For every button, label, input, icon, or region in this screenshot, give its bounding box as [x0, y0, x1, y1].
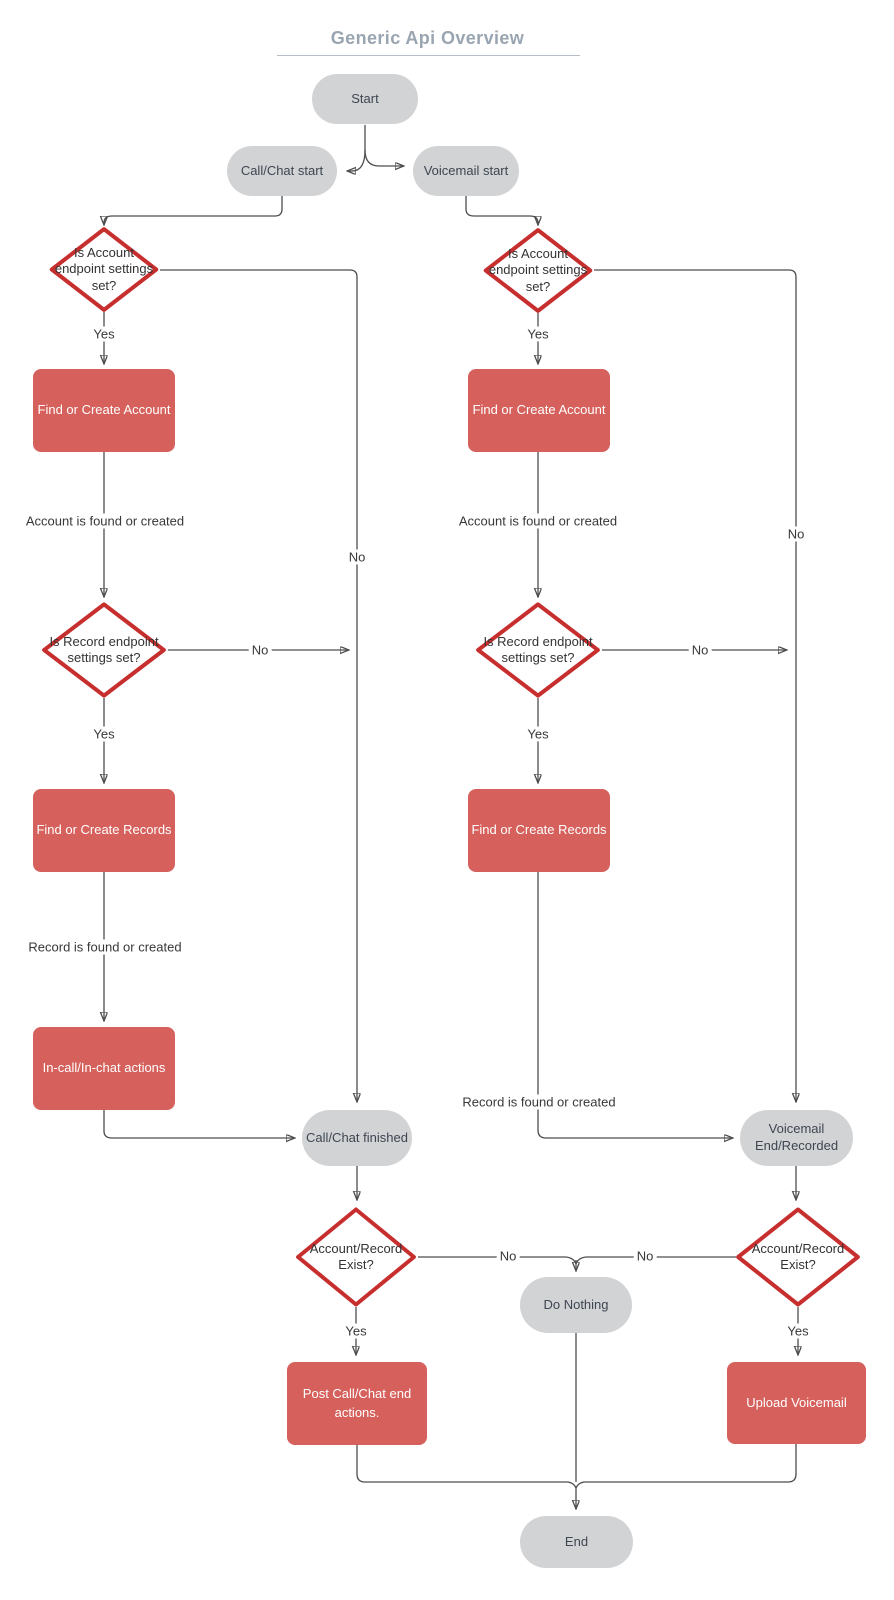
edge-label-no: No — [688, 642, 712, 658]
title-underline — [277, 55, 580, 56]
decision-is-record-set-right: Is Record endpoint settings set? — [475, 602, 601, 698]
edge-upload-to-end — [575, 1444, 797, 1489]
edge-label-no: No — [345, 549, 369, 565]
terminator-do-nothing: Do Nothing — [520, 1277, 632, 1333]
edge-label-yes: Yes — [342, 1323, 370, 1339]
edge-label-no: No — [633, 1248, 657, 1264]
diamond-shape — [295, 1207, 417, 1307]
edge-no-account-right-down — [594, 269, 796, 1102]
node-label: Is Account endpoint settings set? — [54, 245, 154, 293]
decision-is-record-set-left: Is Record endpoint settings set? — [41, 602, 167, 698]
decision-is-account-set-right: Is Account endpoint settings set? — [483, 228, 593, 313]
decision-account-record-exist-right: Account/Record Exist? — [735, 1207, 861, 1307]
decision-account-record-exist-left: Account/Record Exist? — [295, 1207, 417, 1307]
edge-start-to-voicemail-start — [364, 149, 404, 166]
decision-is-account-set-left: Is Account endpoint settings set? — [49, 227, 159, 312]
edge-voicemail-start-to-is-account — [465, 196, 538, 225]
node-label: Find or Create Account — [472, 402, 606, 418]
node-label: Is Record endpoint settings set? — [49, 633, 159, 665]
node-label: Account/Record Exist? — [309, 1240, 403, 1272]
node-label: Is Account endpoint settings set? — [488, 246, 588, 294]
edge-label-record-found: Record is found or created — [459, 1094, 619, 1110]
node-label: Account/Record Exist? — [751, 1240, 845, 1272]
node-label: Upload Voicemail — [746, 1394, 847, 1410]
terminator-call-chat-finished: Call/Chat finished — [302, 1110, 412, 1166]
edge-label-record-found: Record is found or created — [25, 939, 185, 955]
node-label: Call/Chat start — [240, 162, 324, 178]
edge-label-account-found: Account is found or created — [455, 513, 621, 529]
terminator-call-chat-start: Call/Chat start — [227, 146, 337, 196]
edge-label-yes: Yes — [784, 1323, 812, 1339]
edge-records-to-voicemail-end — [537, 872, 733, 1138]
node-label: Voicemail End/Recorded — [754, 1121, 839, 1153]
diamond-shape — [49, 227, 159, 312]
terminator-voicemail-end-recorded: Voicemail End/Recorded — [740, 1110, 853, 1166]
edge-label-yes: Yes — [90, 326, 118, 342]
edge-label-account-found: Account is found or created — [22, 513, 188, 529]
process-find-or-create-records-left: Find or Create Records — [33, 789, 175, 872]
process-post-call-chat-end-actions: Post Call/Chat end actions. — [287, 1362, 427, 1445]
node-label: Post Call/Chat end actions. — [302, 1386, 412, 1420]
edge-start-to-call-chat-start — [347, 125, 366, 171]
process-upload-voicemail: Upload Voicemail — [727, 1362, 866, 1444]
process-in-call-in-chat-actions: In-call/In-chat actions — [33, 1027, 175, 1110]
node-label: Do Nothing — [543, 1296, 609, 1312]
node-label: Start — [351, 90, 379, 106]
node-label: In-call/In-chat actions — [42, 1060, 166, 1076]
edge-no-account-left-down — [160, 269, 357, 1102]
edge-post-to-end — [356, 1445, 577, 1489]
node-label: Is Record endpoint settings set? — [483, 633, 593, 665]
edge-label-yes: Yes — [524, 726, 552, 742]
diamond-shape — [475, 602, 601, 698]
edge-label-no: No — [496, 1248, 520, 1264]
edge-call-chat-start-to-is-account — [104, 196, 283, 225]
edge-label-no: No — [784, 526, 808, 542]
edge-incall-to-finished — [103, 1110, 295, 1138]
process-find-or-create-account-right: Find or Create Account — [468, 369, 610, 452]
edge-label-yes: Yes — [524, 326, 552, 342]
page-title: Generic Api Overview — [330, 28, 525, 48]
connectors — [104, 125, 798, 1509]
diamond-shape — [483, 228, 593, 313]
node-label: Voicemail start — [423, 162, 509, 178]
node-label: Call/Chat finished — [306, 1129, 408, 1145]
diamond-shape — [735, 1207, 861, 1307]
node-label: End — [564, 1533, 589, 1549]
process-find-or-create-account-left: Find or Create Account — [33, 369, 175, 452]
edge-label-no: No — [248, 642, 272, 658]
diamond-shape — [41, 602, 167, 698]
terminator-voicemail-start: Voicemail start — [413, 146, 519, 196]
edge-label-yes: Yes — [90, 726, 118, 742]
terminator-end: End — [520, 1516, 633, 1568]
node-label: Find or Create Account — [37, 402, 171, 418]
node-label: Find or Create Records — [36, 822, 172, 838]
process-find-or-create-records-right: Find or Create Records — [468, 789, 610, 872]
terminator-start: Start — [312, 74, 418, 124]
node-label: Find or Create Records — [471, 822, 607, 838]
